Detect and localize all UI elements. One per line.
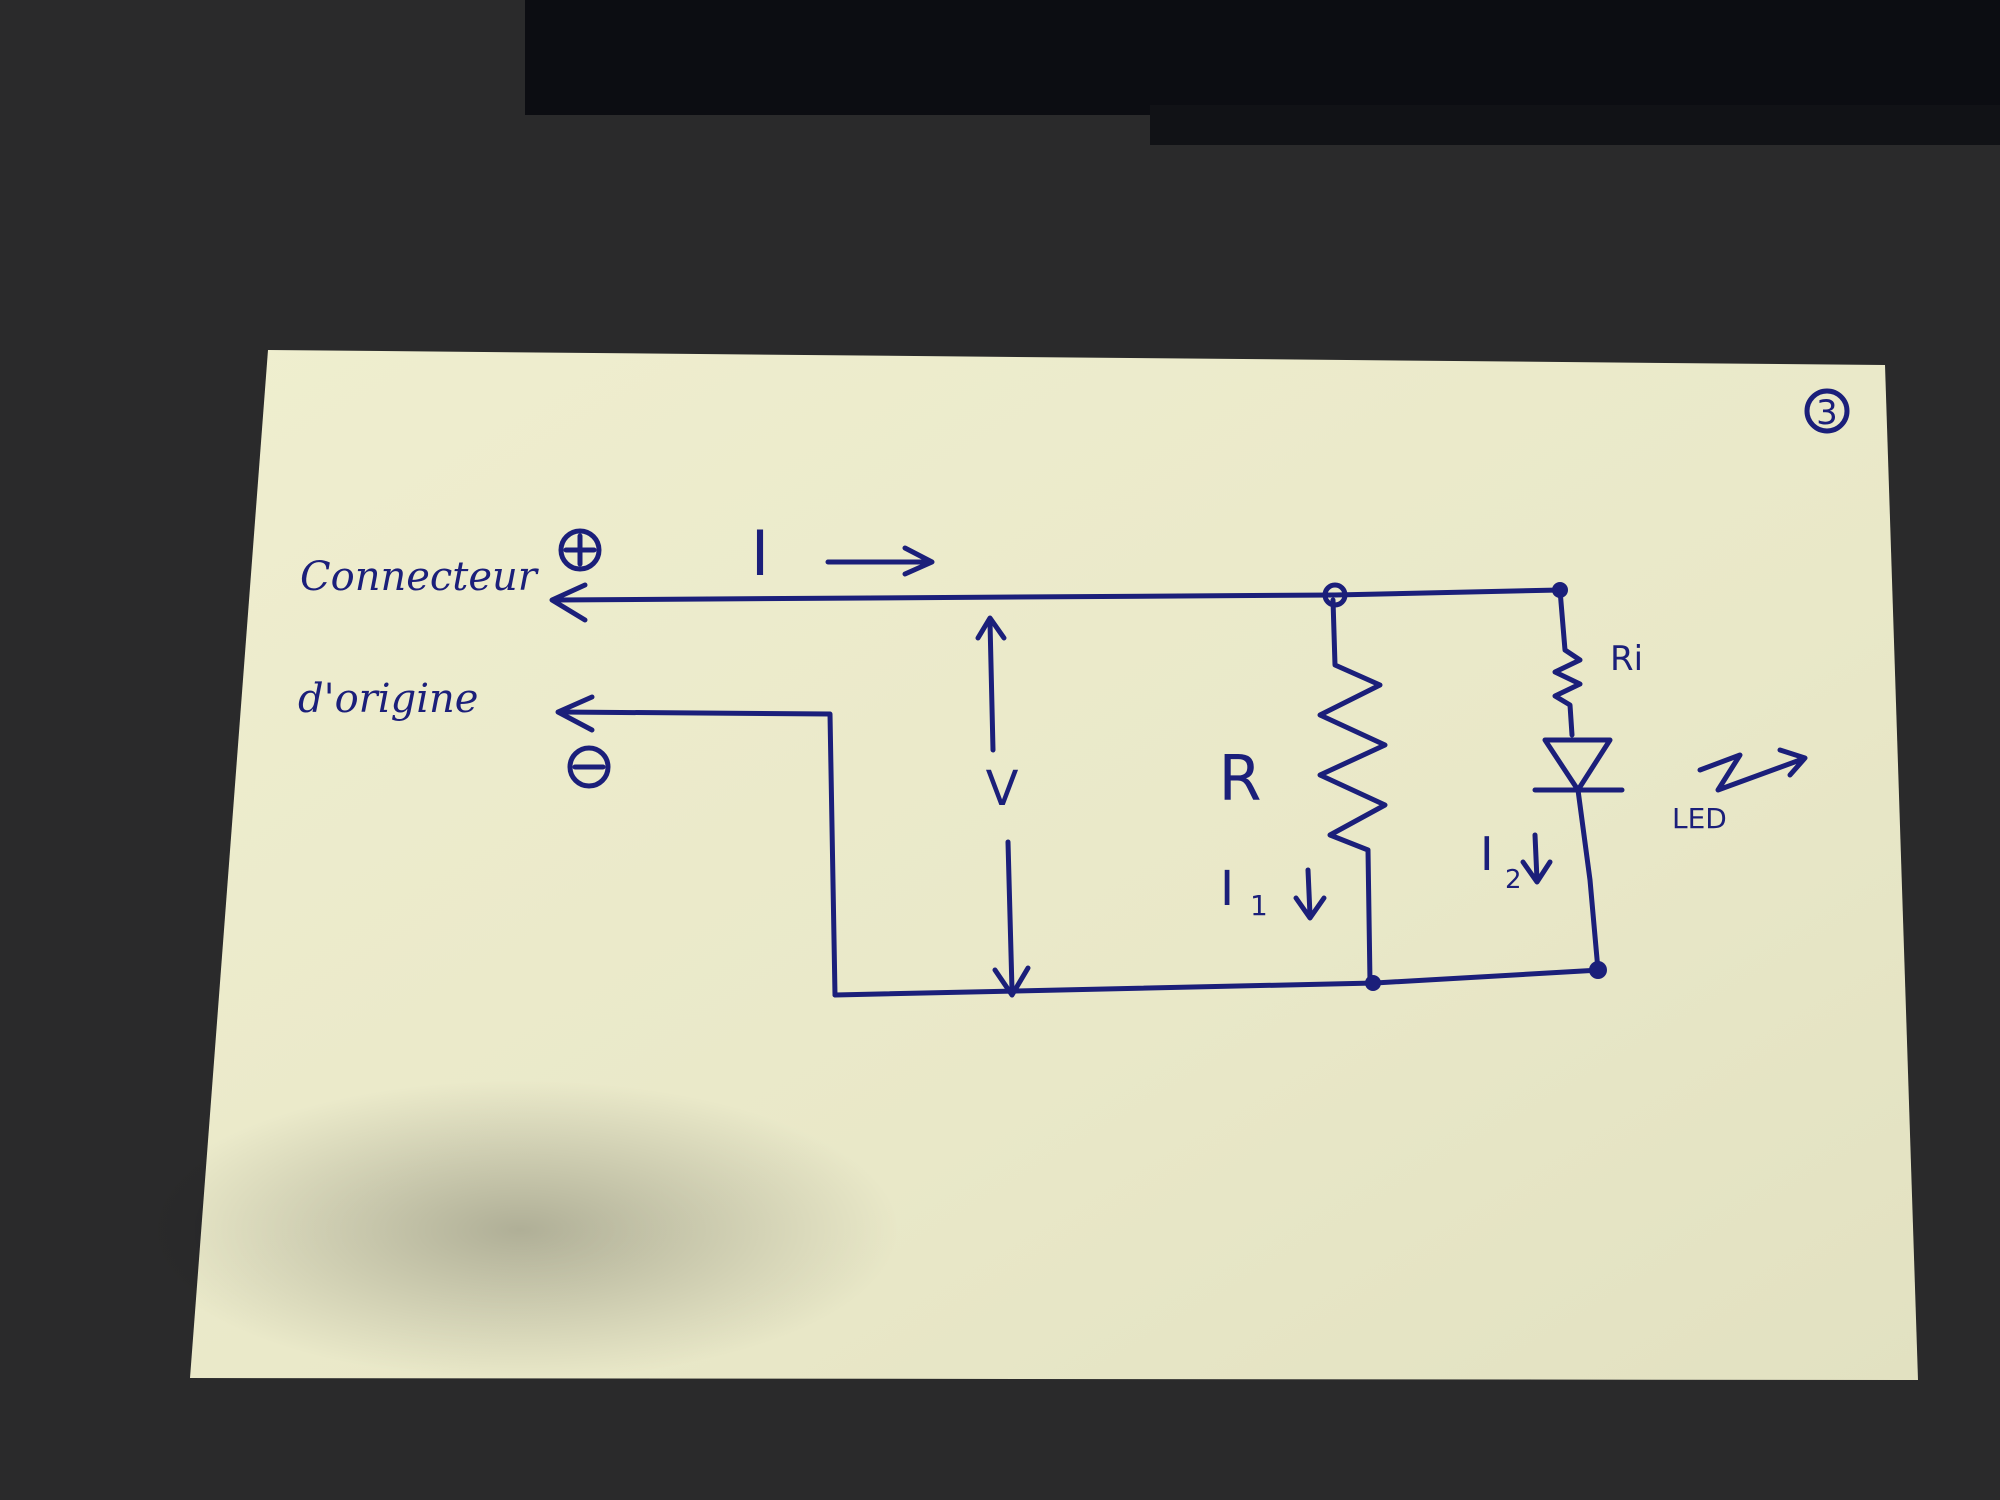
connector-label-line1: Connecteur	[300, 554, 540, 600]
voltage-label: V	[986, 761, 1019, 817]
minus-terminal-circle	[567, 745, 611, 789]
return-wire	[557, 709, 838, 998]
current-r-arrow-icon	[1293, 867, 1327, 921]
light-emission-icon	[1697, 747, 1808, 793]
page-number: 3	[1816, 393, 1838, 433]
voltage-arrowhead-down-icon	[992, 965, 1031, 998]
current-led-arrow-icon	[1520, 832, 1553, 885]
top-wire-arrowhead-icon	[549, 582, 588, 623]
current-r-subscript: 1	[1250, 889, 1268, 922]
led-lower-wire	[1575, 787, 1601, 973]
current-led-subscript: 2	[1505, 865, 1522, 895]
led-triangle-icon	[1542, 737, 1613, 793]
voltage-arrow-lower	[1005, 839, 1015, 993]
junction-bottom-r	[1365, 975, 1381, 991]
current-led-label: I	[1480, 827, 1494, 881]
current-arrow-icon	[825, 545, 935, 577]
voltage-arrowhead-up-icon	[975, 615, 1007, 641]
resistor-label: R	[1218, 742, 1261, 815]
voltage-arrow-upper	[987, 619, 996, 753]
return-wire-arrowhead-icon	[555, 694, 595, 733]
led-label: LED	[1672, 802, 1727, 835]
page-number-circle	[1804, 388, 1850, 434]
top-wire	[552, 587, 1563, 603]
plus-terminal-circle	[558, 528, 602, 572]
paper-shadow	[140, 1080, 900, 1380]
dark-device	[525, 0, 2000, 115]
internal-resistance-symbol	[1552, 587, 1583, 738]
current-r-label: I	[1220, 861, 1234, 917]
connector-label-line2: d'origine	[298, 676, 478, 722]
dark-device-edge	[1150, 105, 2000, 145]
resistor-r-symbol	[1317, 597, 1388, 985]
junction-bottom-led	[1589, 961, 1607, 979]
current-total-label: I	[751, 517, 769, 590]
internal-resistance-label: Ri	[1610, 639, 1643, 679]
